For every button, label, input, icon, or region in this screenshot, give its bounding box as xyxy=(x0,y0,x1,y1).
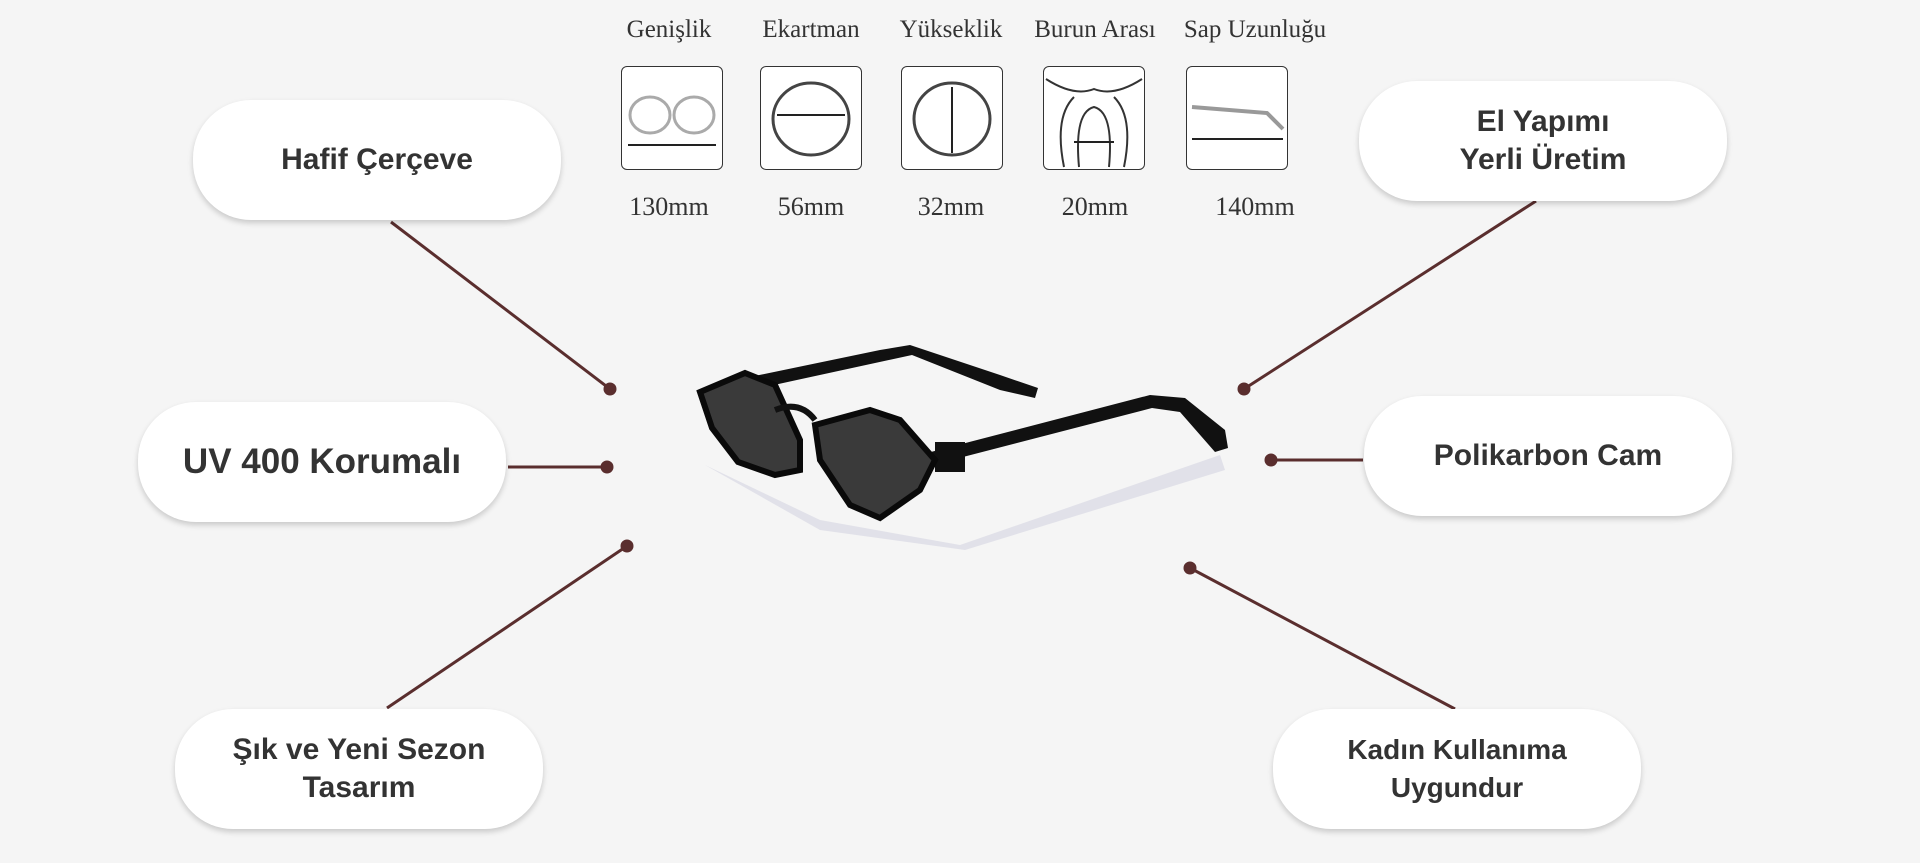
feature-text: Polikarbon Cam xyxy=(1433,439,1663,472)
feature-text: UV 400 Korumalı xyxy=(182,442,462,481)
temple-length-icon xyxy=(1186,66,1288,170)
connector-women xyxy=(1189,566,1456,711)
sunglasses-image xyxy=(696,345,1228,550)
feature-text-line2: Yerli Üretim xyxy=(1459,143,1627,176)
feature-text-line2: Tasarım xyxy=(302,771,416,804)
feature-text-line1: Kadın Kullanıma xyxy=(1347,734,1567,765)
spec-label-lens-height: Yükseklik xyxy=(899,16,1003,43)
spec-label-bridge: Burun Arası xyxy=(1034,16,1156,43)
spec-label-width: Genişlik xyxy=(626,16,712,43)
feature-light-frame: Hafif Çerçeve xyxy=(193,100,561,220)
spec-value-lens-height: 32mm xyxy=(917,192,985,221)
feature-uv-protection: UV 400 Korumalı xyxy=(138,402,506,522)
feature-text-line2: Uygundur xyxy=(1390,772,1524,803)
spec-value-width: 130mm xyxy=(629,192,709,221)
feature-text-line1: Şık ve Yeni Sezon xyxy=(232,733,486,766)
connector-light-frame xyxy=(390,220,611,391)
connector-stylish xyxy=(386,544,628,710)
connector-handmade xyxy=(1243,199,1537,391)
feature-text: Hafif Çerçeve xyxy=(281,143,473,176)
feature-polycarbonate-lens: Polikarbon Cam xyxy=(1364,396,1732,516)
bridge-width-icon xyxy=(1043,66,1145,170)
lens-height-icon xyxy=(901,66,1003,170)
spec-label-lens-width: Ekartman xyxy=(762,16,860,43)
spec-value-temple: 140mm xyxy=(1215,192,1295,221)
feature-text-line1: El Yapımı xyxy=(1476,105,1610,138)
spec-label-temple: Sap Uzunluğu xyxy=(1183,16,1327,43)
spec-value-lens-width: 56mm xyxy=(777,192,845,221)
lens-width-icon xyxy=(760,66,862,170)
frame-width-icon xyxy=(621,66,723,170)
spec-value-bridge: 20mm xyxy=(1061,192,1129,221)
